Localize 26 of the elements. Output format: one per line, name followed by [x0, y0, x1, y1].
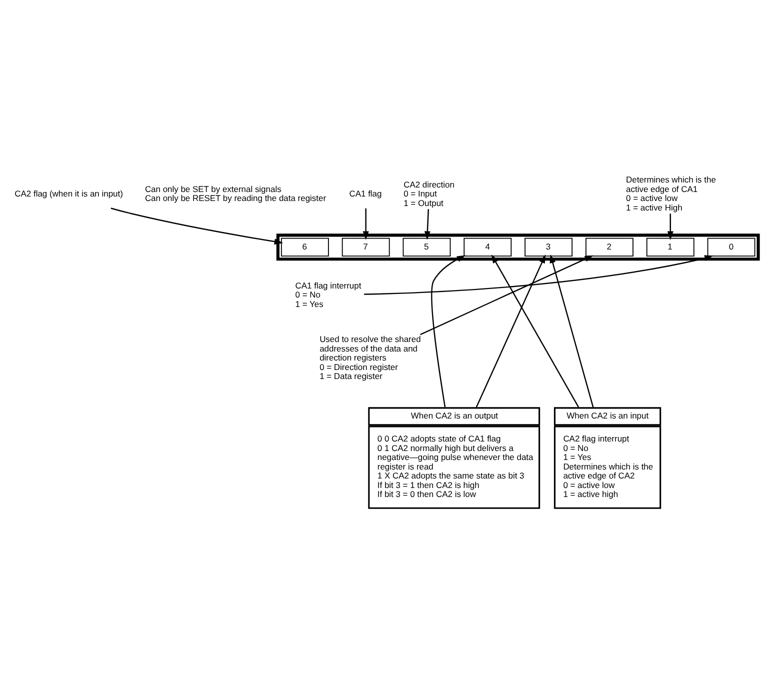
arrow [476, 254, 546, 408]
node-text: Used to resolve the shared addresses of the data and direction registers 0 = Direction register 1 = Data register [320, 334, 421, 382]
arrow [364, 255, 714, 295]
node-box: 3 [524, 238, 573, 256]
node-text: CA1 flag [349, 188, 382, 199]
label: Can only be SET by external signals [144, 184, 282, 194]
arrow [420, 255, 594, 336]
node-box: 0 [707, 238, 756, 256]
arrow [110, 208, 284, 245]
arrow [431, 255, 466, 408]
node-text: CA1 flag interrupt 0 = No 1 = Yes [295, 280, 362, 309]
node-box: 1 [646, 238, 694, 256]
node-text: Determines which is the active edge of CA1 0 = active low 1 = active High [626, 174, 716, 212]
arrow [362, 208, 369, 240]
arrow [550, 254, 594, 408]
node-box: 2 [585, 238, 634, 256]
node-text: CA2 flag (when it is an input) [14, 188, 123, 199]
node-box: 7 [342, 238, 390, 256]
arrow [667, 214, 674, 240]
node-box: 6 [280, 238, 329, 256]
node-box: 4 [464, 238, 512, 256]
arrow [491, 254, 580, 408]
arrow [424, 209, 430, 240]
node-text: CA2 direction 0 = Input 1 = Output [404, 179, 454, 208]
label: Can only be RESET by reading the data register [144, 193, 326, 204]
node-box: 5 [402, 238, 451, 256]
